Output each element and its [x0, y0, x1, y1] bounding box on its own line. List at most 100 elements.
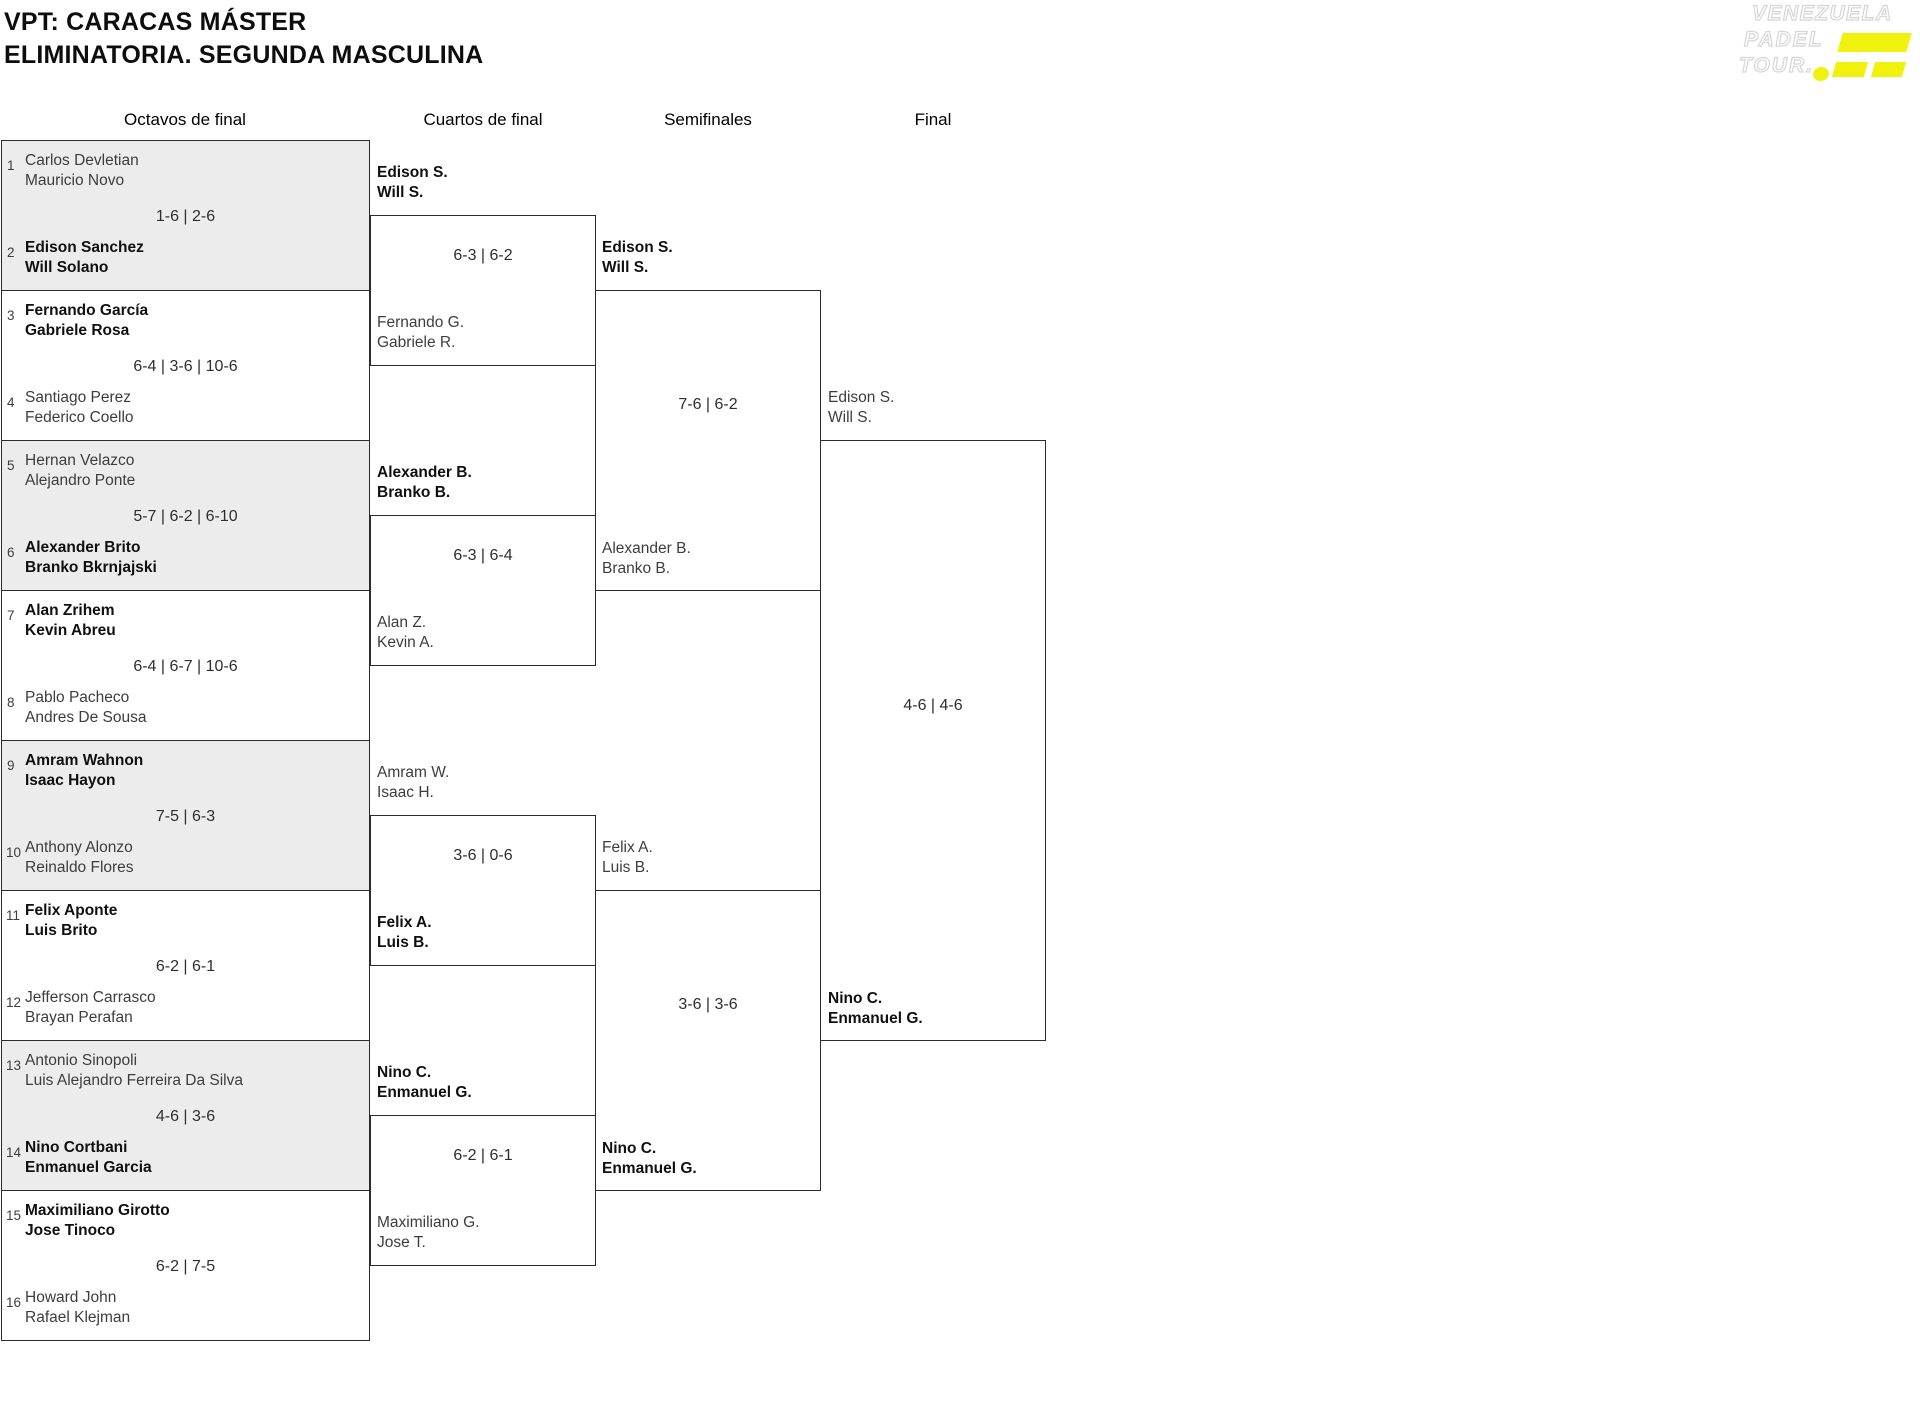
- match-box-octavos-6: 11 Felix Aponte Luis Brito 6-2 | 6-1 12 …: [1, 890, 370, 1041]
- team-name-line: Jose Tinoco: [25, 1221, 116, 1239]
- team-name-line: Luis B.: [377, 933, 429, 951]
- team-names: Felix A. Luis B.: [377, 913, 432, 952]
- seed-number: 6: [7, 545, 15, 560]
- logo-yellow-bar-icon: [1837, 33, 1912, 52]
- match-box-octavos-1: 1 Carlos Devletian Mauricio Novo 1-6 | 2…: [1, 140, 370, 291]
- team-name-line: Isaac Hayon: [25, 771, 116, 789]
- team-name-line: Jefferson Carrasco: [25, 989, 156, 1006]
- team-name-line: Alexander B.: [602, 540, 691, 557]
- seed-number: 7: [7, 608, 15, 623]
- team-names: Fernando García Gabriele Rosa: [25, 301, 148, 340]
- team-name-line: Nino Cortbani: [25, 1139, 128, 1156]
- team-names: Nino C. Enmanuel G.: [602, 1139, 697, 1178]
- team-names: Edison S. Will S.: [602, 238, 673, 277]
- match-score: 6-2 | 6-1: [155, 958, 216, 975]
- team-names: Carlos Devletian Mauricio Novo: [25, 151, 139, 190]
- team-names: Antonio Sinopoli Luis Alejandro Ferreira…: [25, 1051, 243, 1090]
- team-name-line: Jose T.: [377, 1233, 426, 1251]
- match-box-octavos-5: 9 Amram Wahnon Isaac Hayon 7-5 | 6-3 10 …: [1, 740, 370, 891]
- seed-number: 12: [6, 995, 22, 1010]
- seed-number: 2: [7, 245, 15, 260]
- team-names: Amram W. Isaac H.: [377, 763, 449, 802]
- team-names: Amram Wahnon Isaac Hayon: [25, 751, 143, 790]
- match-box-final: [820, 440, 1046, 1041]
- team-names: Felix Aponte Luis Brito: [25, 901, 117, 940]
- tournament-title-line2: ELIMINATORIA. SEGUNDA MASCULINA: [4, 41, 484, 69]
- team-name-line: Nino C.: [377, 1064, 432, 1081]
- round-header-octavos: Octavos de final: [124, 110, 246, 129]
- seed-number: 5: [7, 458, 15, 473]
- team-name-line: Will Solano: [25, 258, 109, 276]
- team-name-line: Alexander Brito: [25, 539, 141, 556]
- team-name-line: Hernan Velazco: [25, 452, 135, 469]
- match-box-cuartos-3: [370, 815, 596, 966]
- team-name-line: Luis Brito: [25, 921, 98, 939]
- match-score: 7-5 | 6-3: [155, 808, 216, 825]
- match-score: 6-2 | 7-5: [155, 1258, 216, 1275]
- match-box-octavos-2: 3 Fernando García Gabriele Rosa 6-4 | 3-…: [1, 290, 370, 441]
- match-score: 6-4 | 6-7 | 10-6: [133, 658, 238, 675]
- team-name-line: Edison Sanchez: [25, 239, 144, 256]
- seed-number: 9: [7, 758, 15, 773]
- tournament-title: VPT: CARACAS MÁSTER ELIMINATORIA. SEGUND…: [4, 6, 483, 72]
- team-name-line: Kevin Abreu: [25, 621, 116, 639]
- team-names: Edison Sanchez Will Solano: [25, 238, 144, 277]
- team-name-line: Branko B.: [377, 483, 451, 501]
- logo-yellow-dot-icon: [1811, 65, 1831, 83]
- team-names: Alexander B. Branko B.: [602, 539, 691, 578]
- team-name-line: Branko Bkrnjajski: [25, 558, 157, 576]
- team-name-line: Maximiliano Girotto: [25, 1202, 170, 1219]
- team-name-line: Mauricio Novo: [25, 171, 125, 189]
- team-name-line: Nino C.: [828, 990, 883, 1007]
- seed-number: 13: [6, 1058, 22, 1073]
- team-names: Alan Z. Kevin A.: [377, 613, 434, 652]
- team-names: Edison S. Will S.: [828, 388, 894, 427]
- team-names: Nino C. Enmanuel G.: [828, 989, 923, 1028]
- tournament-title-line1: VPT: CARACAS MÁSTER: [4, 8, 307, 36]
- team-name-line: Fernando García: [25, 302, 149, 319]
- team-name-line: Edison S.: [377, 164, 448, 181]
- match-score: 5-7 | 6-2 | 6-10: [133, 508, 238, 525]
- seed-number: 3: [7, 308, 15, 323]
- seed-number: 8: [7, 695, 15, 710]
- team-name-line: Enmanuel G.: [377, 1083, 472, 1101]
- seed-number: 16: [6, 1295, 22, 1310]
- team-name-line: Federico Coello: [25, 408, 134, 426]
- team-name-line: Santiago Perez: [25, 389, 131, 406]
- round-header-cuartos: Cuartos de final: [423, 110, 543, 129]
- team-name-line: Will S.: [828, 408, 872, 426]
- match-score: 6-3 | 6-4: [453, 547, 513, 564]
- seed-number: 15: [6, 1208, 22, 1223]
- team-names: Jefferson Carrasco Brayan Perafan: [25, 988, 156, 1027]
- team-name-line: Will S.: [602, 258, 649, 276]
- team-name-line: Fernando G.: [377, 314, 465, 331]
- team-names: Alexander Brito Branko Bkrnjajski: [25, 538, 157, 577]
- team-name-line: Gabriele R.: [377, 333, 456, 351]
- match-score: 6-4 | 3-6 | 10-6: [133, 358, 238, 375]
- seed-number: 14: [6, 1145, 22, 1160]
- team-names: Alexander B. Branko B.: [377, 463, 472, 502]
- team-name-line: Brayan Perafan: [25, 1008, 133, 1026]
- team-name-line: Alan Z.: [377, 614, 427, 631]
- team-names: Santiago Perez Federico Coello: [25, 388, 134, 427]
- team-name-line: Alexander B.: [377, 464, 472, 481]
- team-name-line: Reinaldo Flores: [25, 858, 134, 876]
- seed-number: 11: [6, 908, 21, 923]
- round-header-final: Final: [914, 110, 952, 129]
- logo-text-tour: TOUR.: [1738, 53, 1814, 77]
- team-name-line: Pablo Pacheco: [25, 689, 130, 706]
- team-name-line: Branko B.: [602, 559, 671, 577]
- team-name-line: Andres De Sousa: [25, 708, 147, 726]
- team-names: Howard John Rafael Klejman: [25, 1288, 130, 1327]
- team-names: Nino Cortbani Enmanuel Garcia: [25, 1138, 152, 1177]
- team-name-line: Carlos Devletian: [25, 152, 139, 169]
- match-box-octavos-7: 13 Antonio Sinopoli Luis Alejandro Ferre…: [1, 1040, 370, 1191]
- team-name-line: Felix A.: [377, 914, 432, 931]
- team-name-line: Edison S.: [828, 389, 895, 406]
- team-name-line: Felix A.: [602, 839, 653, 856]
- match-score: 6-3 | 6-2: [453, 247, 513, 264]
- team-name-line: Rafael Klejman: [25, 1308, 131, 1326]
- team-name-line: Will S.: [377, 183, 424, 201]
- team-name-line: Alejandro Ponte: [25, 471, 136, 489]
- match-score: 4-6 | 3-6: [155, 1108, 216, 1125]
